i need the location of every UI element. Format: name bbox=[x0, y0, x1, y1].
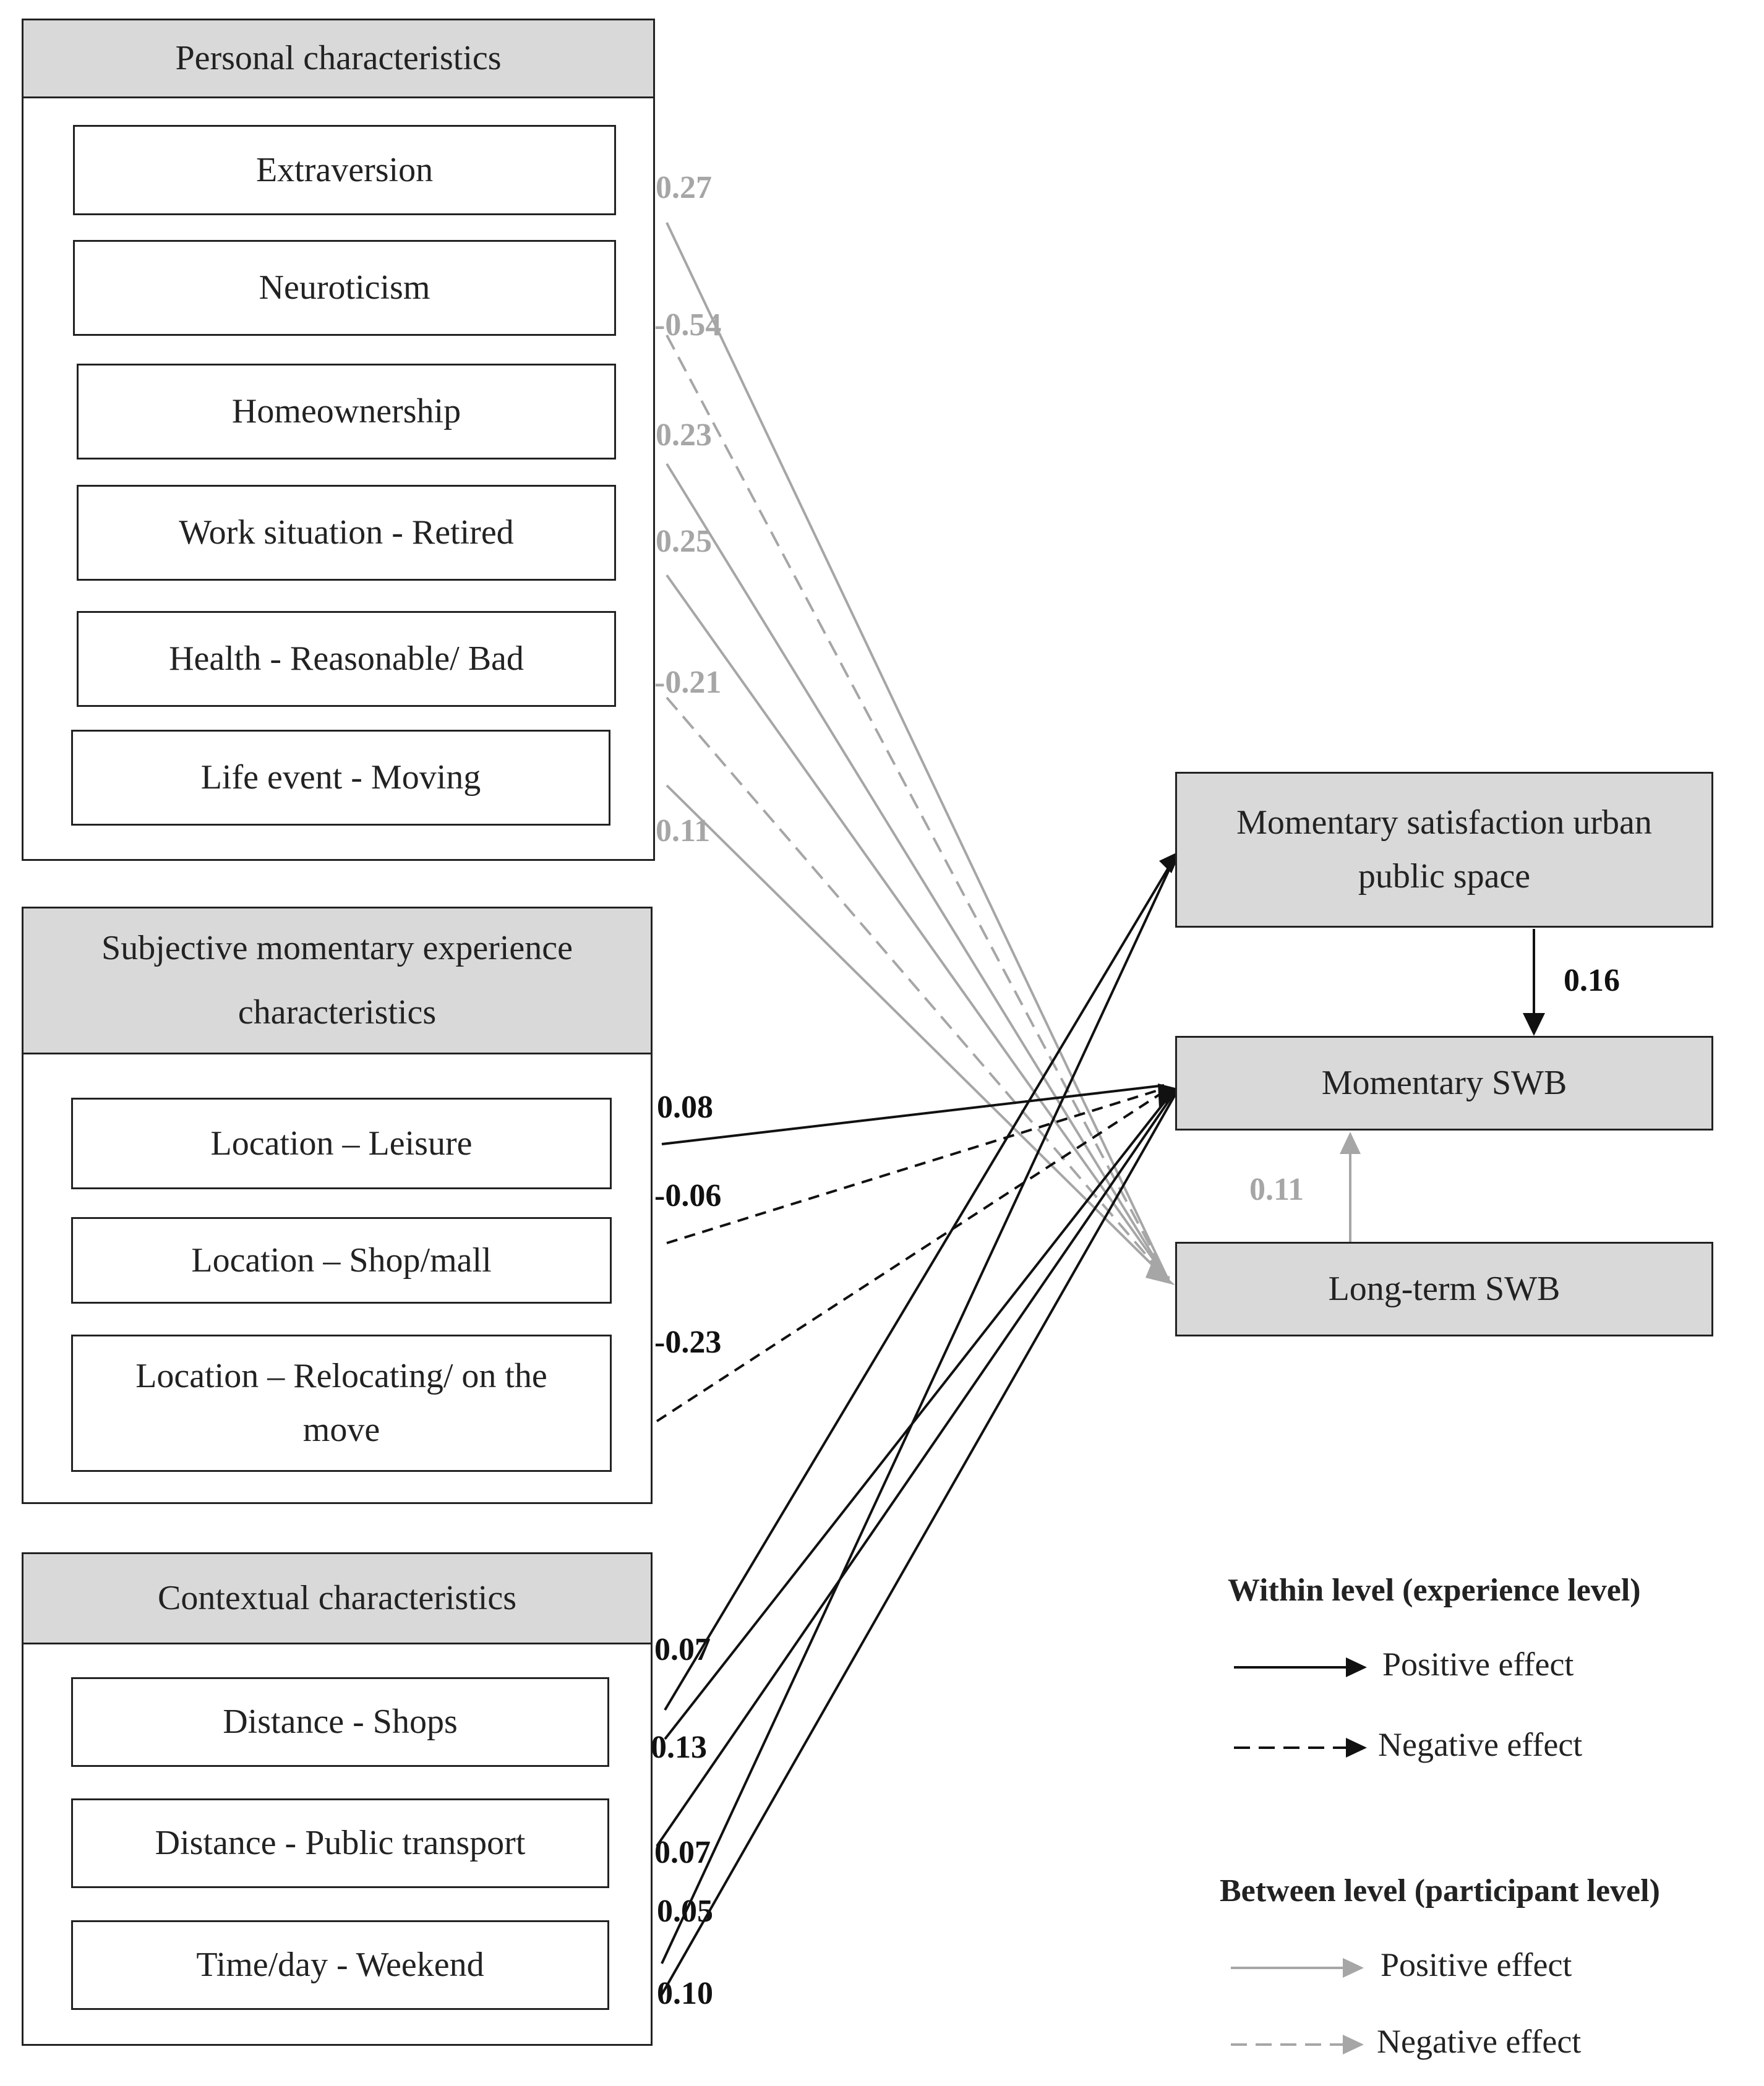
path-label-transport-momentary: 0.07 bbox=[654, 1835, 711, 1870]
path-label-homeownership: 0.23 bbox=[656, 417, 712, 453]
path-homeownership-longterm bbox=[666, 463, 1170, 1283]
homeownership-box: Homeownership bbox=[77, 364, 616, 460]
path-label-shops-momentary: 0.13 bbox=[651, 1730, 707, 1765]
location-relocating-box: Location – Relocating/ on the move bbox=[71, 1335, 612, 1472]
path-extraversion-longterm bbox=[666, 222, 1170, 1283]
time-day-weekend-box: Time/day - Weekend bbox=[71, 1920, 609, 2010]
path-label-weekend-momentary: 0.10 bbox=[657, 1976, 713, 2011]
path-label-neuroticism: -0.54 bbox=[654, 307, 722, 343]
legend-within-positive-arrowhead bbox=[1346, 1657, 1367, 1677]
legend-between-positive-arrowhead bbox=[1343, 1958, 1364, 1978]
contextual-characteristics-title: Contextual characteristics bbox=[24, 1554, 651, 1644]
extraversion-box: Extraversion bbox=[73, 125, 616, 215]
path-retired-longterm bbox=[666, 574, 1170, 1283]
arrowhead-longterm bbox=[1145, 1263, 1175, 1285]
path-shops-momentary bbox=[664, 1087, 1176, 1740]
legend-within-positive-label: Positive effect bbox=[1382, 1646, 1574, 1683]
life-event-moving-box: Life event - Moving bbox=[71, 730, 610, 826]
location-shop-mall-box: Location – Shop/mall bbox=[71, 1217, 612, 1304]
path-label-leisure: 0.08 bbox=[657, 1090, 713, 1125]
legend-between-negative-label: Negative effect bbox=[1377, 2023, 1582, 2060]
work-situation-retired-box: Work situation - Retired bbox=[77, 485, 616, 581]
momentary-swb-box: Momentary SWB bbox=[1175, 1036, 1713, 1131]
path-label-shops-satisfaction: 0.07 bbox=[654, 1632, 711, 1667]
path-label-retired: 0.25 bbox=[656, 524, 712, 559]
path-leisure-momentary bbox=[661, 1084, 1165, 1145]
path-relocating-momentary bbox=[656, 1090, 1165, 1422]
health-reasonable-bad-box: Health - Reasonable/ Bad bbox=[77, 611, 616, 707]
legend-between-title: Between level (participant level) bbox=[1220, 1873, 1660, 1909]
path-neuroticism-longterm bbox=[666, 335, 1170, 1282]
path-shops-satisfaction bbox=[664, 855, 1176, 1711]
path-transport-momentary bbox=[656, 1090, 1176, 1847]
arrowhead-longterm-momentary bbox=[1340, 1132, 1361, 1154]
path-moving-longterm bbox=[666, 784, 1170, 1283]
legend-within-negative-arrowhead bbox=[1346, 1738, 1367, 1758]
personal-characteristics-title: Personal characteristics bbox=[24, 20, 653, 98]
legend-within-title: Within level (experience level) bbox=[1228, 1573, 1641, 1608]
path-label-weekend-satisfaction: 0.05 bbox=[657, 1894, 713, 1929]
location-leisure-box: Location – Leisure bbox=[71, 1098, 612, 1189]
legend-between-negative-arrowhead bbox=[1343, 2035, 1364, 2054]
path-label-shop-mall: -0.06 bbox=[654, 1178, 722, 1213]
longterm-swb-box: Long-term SWB bbox=[1175, 1242, 1713, 1336]
momentary-satisfaction-box: Momentary satisfaction urban public spac… bbox=[1175, 772, 1713, 928]
path-label-moving: 0.11 bbox=[656, 813, 711, 849]
arrowhead-satisfaction-momentary bbox=[1523, 1013, 1545, 1036]
path-weekend-momentary bbox=[661, 1094, 1176, 1995]
path-label-extraversion: 0.27 bbox=[656, 170, 712, 205]
path-label-satisfaction-momentary: 0.16 bbox=[1564, 963, 1620, 998]
path-health-longterm bbox=[666, 696, 1170, 1283]
distance-public-transport-box: Distance - Public transport bbox=[71, 1798, 609, 1888]
path-shop-momentary bbox=[666, 1087, 1165, 1244]
legend-between-positive-label: Positive effect bbox=[1381, 1946, 1572, 1983]
path-label-health: -0.21 bbox=[654, 665, 722, 700]
path-label-relocating: -0.23 bbox=[654, 1325, 722, 1360]
distance-shops-box: Distance - Shops bbox=[71, 1677, 609, 1767]
legend-within-negative-label: Negative effect bbox=[1378, 1726, 1583, 1763]
path-label-longterm-momentary: 0.11 bbox=[1249, 1172, 1304, 1207]
subjective-experience-title: Subjective momentary experience characte… bbox=[24, 908, 651, 1054]
path-weekend-satisfaction bbox=[661, 856, 1176, 1964]
neuroticism-box: Neuroticism bbox=[73, 240, 616, 336]
